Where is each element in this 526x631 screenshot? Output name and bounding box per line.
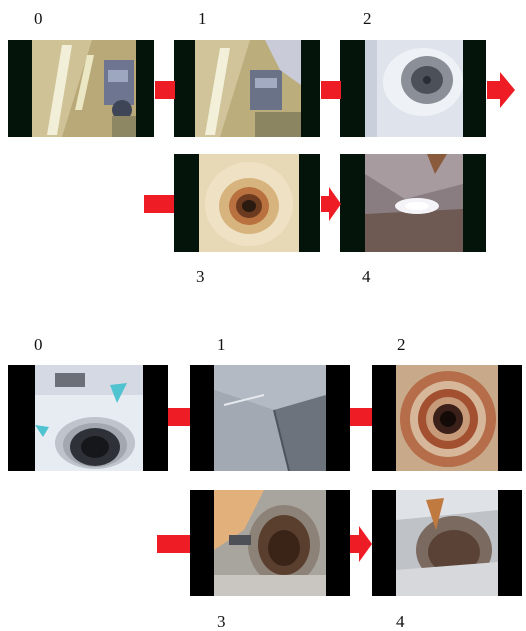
video-frame-image [365,154,463,252]
video-frame-image [396,365,498,471]
step-label-2: 2 [397,336,406,353]
step-label-0: 0 [34,10,43,27]
video-frame-image [32,40,136,137]
arrow-a1-to-a2 [321,80,341,100]
frame-a2 [340,40,486,137]
frame-a0 [8,40,154,137]
arrow-b3-to-b4 [350,526,372,562]
step-label-4: 4 [396,613,405,630]
frame-a4 [340,154,486,252]
arrow-a2-continue [487,72,515,108]
frame-a1 [174,40,320,137]
arrow-into-a3 [144,194,174,214]
step-label-1: 1 [217,336,226,353]
arrow-a3-to-a4 [321,187,341,221]
frame-b4 [372,490,522,596]
video-frame-image [199,154,299,252]
arrow-into-b3 [157,534,190,554]
frame-b1 [190,365,350,471]
step-label-4: 4 [362,268,371,285]
frame-b0 [8,365,168,471]
step-label-0: 0 [34,336,43,353]
arrow-a0-to-a1 [155,80,175,100]
step-label-3: 3 [217,613,226,630]
frame-a3 [174,154,320,252]
step-label-1: 1 [198,10,207,27]
video-frame-image [214,365,326,471]
arrow-b0-to-b1 [168,407,190,427]
arrow-b1-to-b2 [350,407,372,427]
video-frame-image [214,490,326,596]
step-label-2: 2 [363,10,372,27]
frame-b3 [190,490,350,596]
video-frame-image [396,490,498,596]
step-label-3: 3 [196,268,205,285]
video-frame-image [35,365,143,471]
frame-b2 [372,365,522,471]
video-frame-image [365,40,463,137]
video-frame-image [195,40,301,137]
